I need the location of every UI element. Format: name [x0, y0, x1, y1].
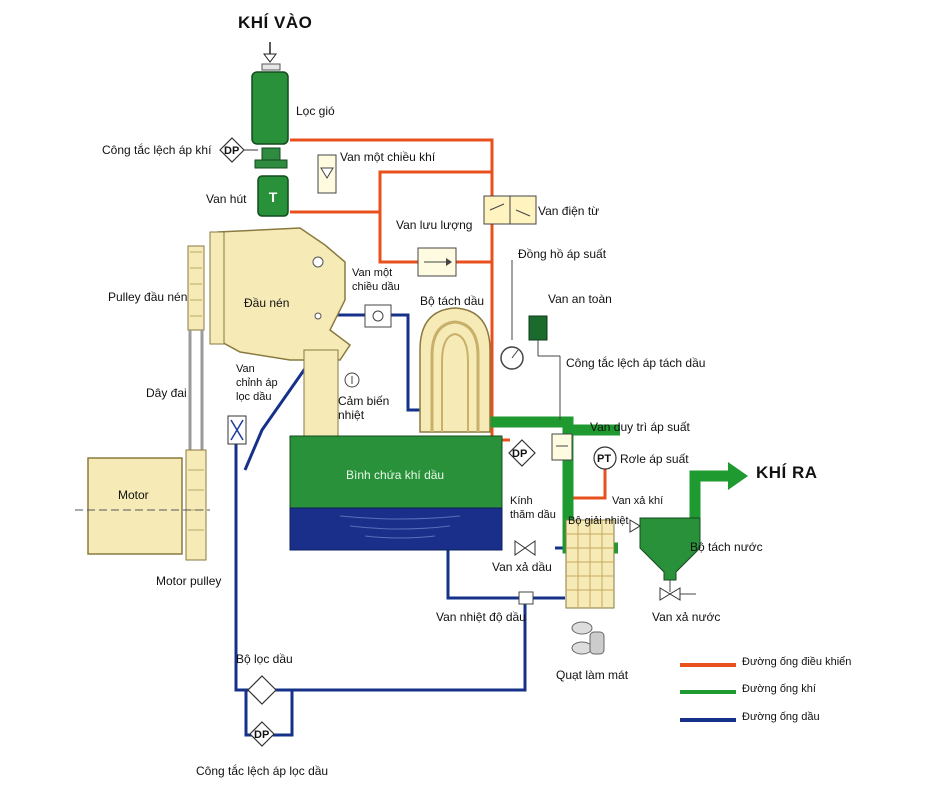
water-separator-label: Bộ tách nước: [690, 540, 763, 554]
solenoid-valve: [483, 195, 537, 225]
tank: [289, 435, 503, 551]
check-valve-oil: [364, 304, 392, 328]
legend-swatch-control: [680, 663, 736, 667]
compressor-head-label: Đầu nén: [244, 296, 290, 310]
oil-filter-label: Bộ lọc dầu: [236, 652, 293, 666]
air-filter: [251, 71, 289, 169]
intake-valve-label: Van hút: [206, 192, 247, 206]
min-pressure-valve: [551, 433, 573, 461]
motor-pulley-label: Motor pulley: [156, 574, 222, 588]
separator-dp-symbol: DP: [512, 448, 528, 460]
pressure-relay-label: Rơle áp suất: [620, 452, 689, 466]
legend-swatch-oil: [680, 718, 736, 722]
air-filter-label: Lọc gió: [296, 104, 335, 118]
motor: [75, 457, 210, 555]
water-drain-valve: [659, 580, 696, 601]
tank-label: Bình chứa khí dầu: [346, 468, 445, 482]
air-drain-valve-label: Van xả khí: [612, 495, 664, 507]
belt: [188, 330, 204, 450]
check-valve-air: [317, 154, 337, 194]
cooling-fan: [571, 621, 605, 655]
compressor-head: [209, 227, 352, 439]
air-filter-dp-switch-label: Công tắc lệch áp khí: [102, 143, 212, 157]
oil-filter: [247, 675, 277, 705]
solenoid-valve-label: Van điện từ: [538, 204, 600, 218]
min-pressure-valve-label: Van duy trì áp suất: [590, 420, 690, 434]
sight-glass-label: Kính thăm dầu: [510, 495, 556, 521]
motor-pulley: [185, 449, 207, 561]
oil-filter-dp-switch-symbol: [249, 721, 275, 747]
oil-filter-adjust-valve: [227, 415, 247, 445]
svg-text:T: T: [269, 189, 278, 205]
oil-filter-dp-switch-label: Công tắc lệch áp lọc dầu: [196, 764, 329, 778]
legend-item-air: Đường ống khí: [680, 683, 920, 699]
pressure-gauge-label: Đồng hồ áp suất: [518, 247, 607, 261]
safety-valve: [528, 315, 561, 420]
water-separator: [639, 517, 701, 581]
pulley-head-label: Pulley đầu nén: [108, 290, 188, 304]
check-valve-oil-label: Van một chiều dầu: [352, 267, 400, 293]
oil-thermo-valve: [518, 591, 534, 605]
air-intake-arrow: [261, 42, 281, 71]
motor-label: Motor: [118, 488, 149, 502]
belt-label: Dây đai: [146, 386, 187, 400]
legend-swatch-air: [680, 690, 736, 694]
separator-dp-switch-symbol: [508, 439, 536, 467]
pressure-relay-symbol: [593, 446, 617, 470]
flow-valve: [417, 247, 457, 277]
oil-separator-label: Bộ tách dầu: [420, 294, 485, 308]
separator-dp-switch-label: Công tắc lệch áp tách dầu: [566, 356, 706, 370]
oil-drain-valve: [514, 540, 536, 556]
safety-valve-label: Van an toàn: [548, 292, 612, 306]
check-valve-air-label: Van một chiều khí: [340, 150, 436, 164]
flow-valve-label: Van lưu lượng: [396, 218, 473, 232]
pt-symbol: PT: [597, 453, 612, 465]
air-in-label: KHÍ VÀO: [238, 13, 313, 32]
pulley-head: [187, 245, 205, 331]
air-out-arrow: [728, 462, 748, 490]
legend-label-control: Đường ống điều khiển: [742, 656, 852, 668]
temp-sensor: [344, 372, 360, 388]
oil-filter-dp-symbol: DP: [254, 729, 270, 741]
legend-item-oil: Đường ống dầu: [680, 711, 920, 727]
air-out-label: KHÍ RA: [756, 463, 818, 482]
oil-separator: [419, 307, 491, 433]
cooler: [565, 519, 615, 609]
legend-label-air: Đường ống khí: [742, 683, 816, 695]
air-filter-dp-switch-symbol: [219, 137, 258, 163]
pressure-gauge: [500, 260, 524, 370]
air-dp-symbol: DP: [224, 145, 240, 157]
legend-item-control: Đường ống điều khiển: [680, 656, 920, 672]
temp-sensor-label: Cảm biến nhiệt: [338, 394, 390, 422]
water-drain-valve-label: Van xả nước: [652, 610, 721, 624]
oil-thermo-valve-label: Van nhiệt độ dầu: [436, 610, 526, 624]
oil-filter-adjust-valve-label: Van chỉnh áp lọc dầu: [236, 363, 278, 403]
cooler-label: Bộ giải nhiệt: [568, 515, 629, 527]
legend-label-oil: Đường ống dầu: [742, 711, 820, 723]
intake-valve: T: [257, 175, 289, 217]
cooling-fan-label: Quạt làm mát: [556, 668, 629, 682]
oil-drain-valve-label: Van xả dầu: [492, 560, 552, 574]
